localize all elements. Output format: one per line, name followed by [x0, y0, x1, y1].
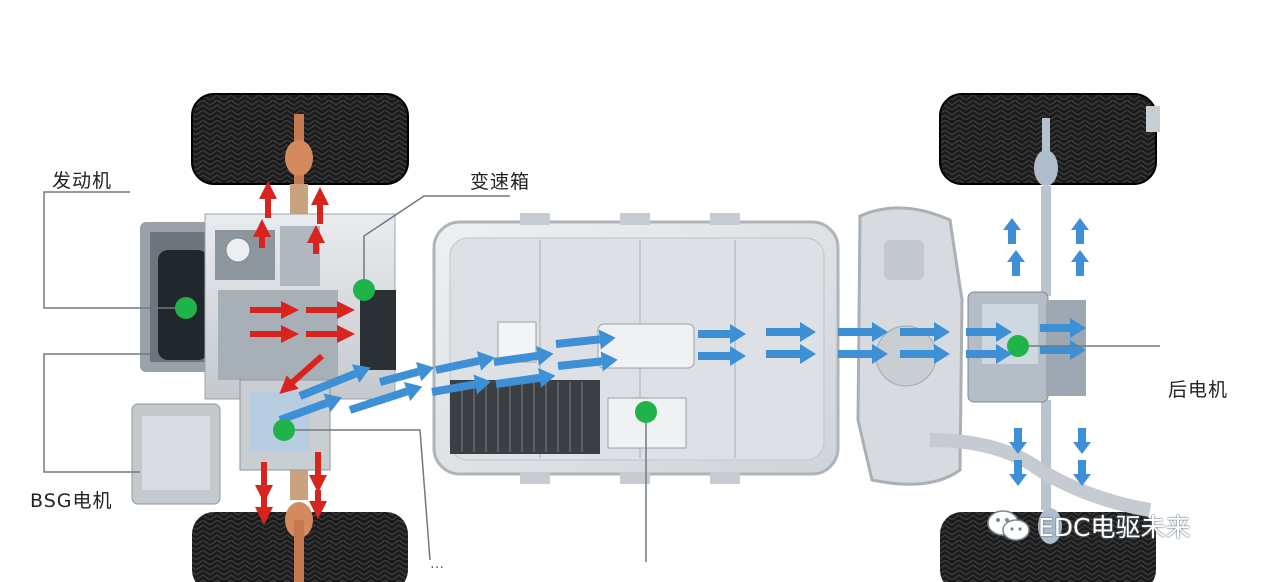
wechat-icon — [987, 510, 1030, 541]
bsg-motor-housing — [131, 403, 221, 505]
battery-pack — [432, 213, 840, 484]
bottom-partial-label: … — [430, 556, 445, 572]
callout-lines — [43, 191, 1160, 562]
bsg-motor-label: BSG电机 — [30, 490, 113, 512]
engine-marker — [175, 297, 197, 319]
rear-motor-label: 后电机 — [1168, 379, 1229, 401]
battery-marker — [635, 401, 657, 423]
component-markers — [175, 279, 1029, 441]
rear-drive-shaft — [1034, 106, 1160, 544]
watermark: EDC电驱未来 — [986, 508, 1191, 544]
engine-label: 发动机 — [52, 170, 113, 192]
rear-motor-marker — [1007, 335, 1029, 357]
bsg-motor-marker — [273, 419, 295, 441]
transmission-marker — [353, 279, 375, 301]
fuel-tank — [856, 206, 964, 486]
engine-power-arrows — [250, 181, 355, 525]
electric-power-arrows — [278, 218, 1091, 486]
transmission-label: 变速箱 — [470, 171, 531, 193]
exhaust-pipe — [929, 433, 1152, 517]
watermark-text: EDC电驱未来 — [1038, 513, 1191, 542]
